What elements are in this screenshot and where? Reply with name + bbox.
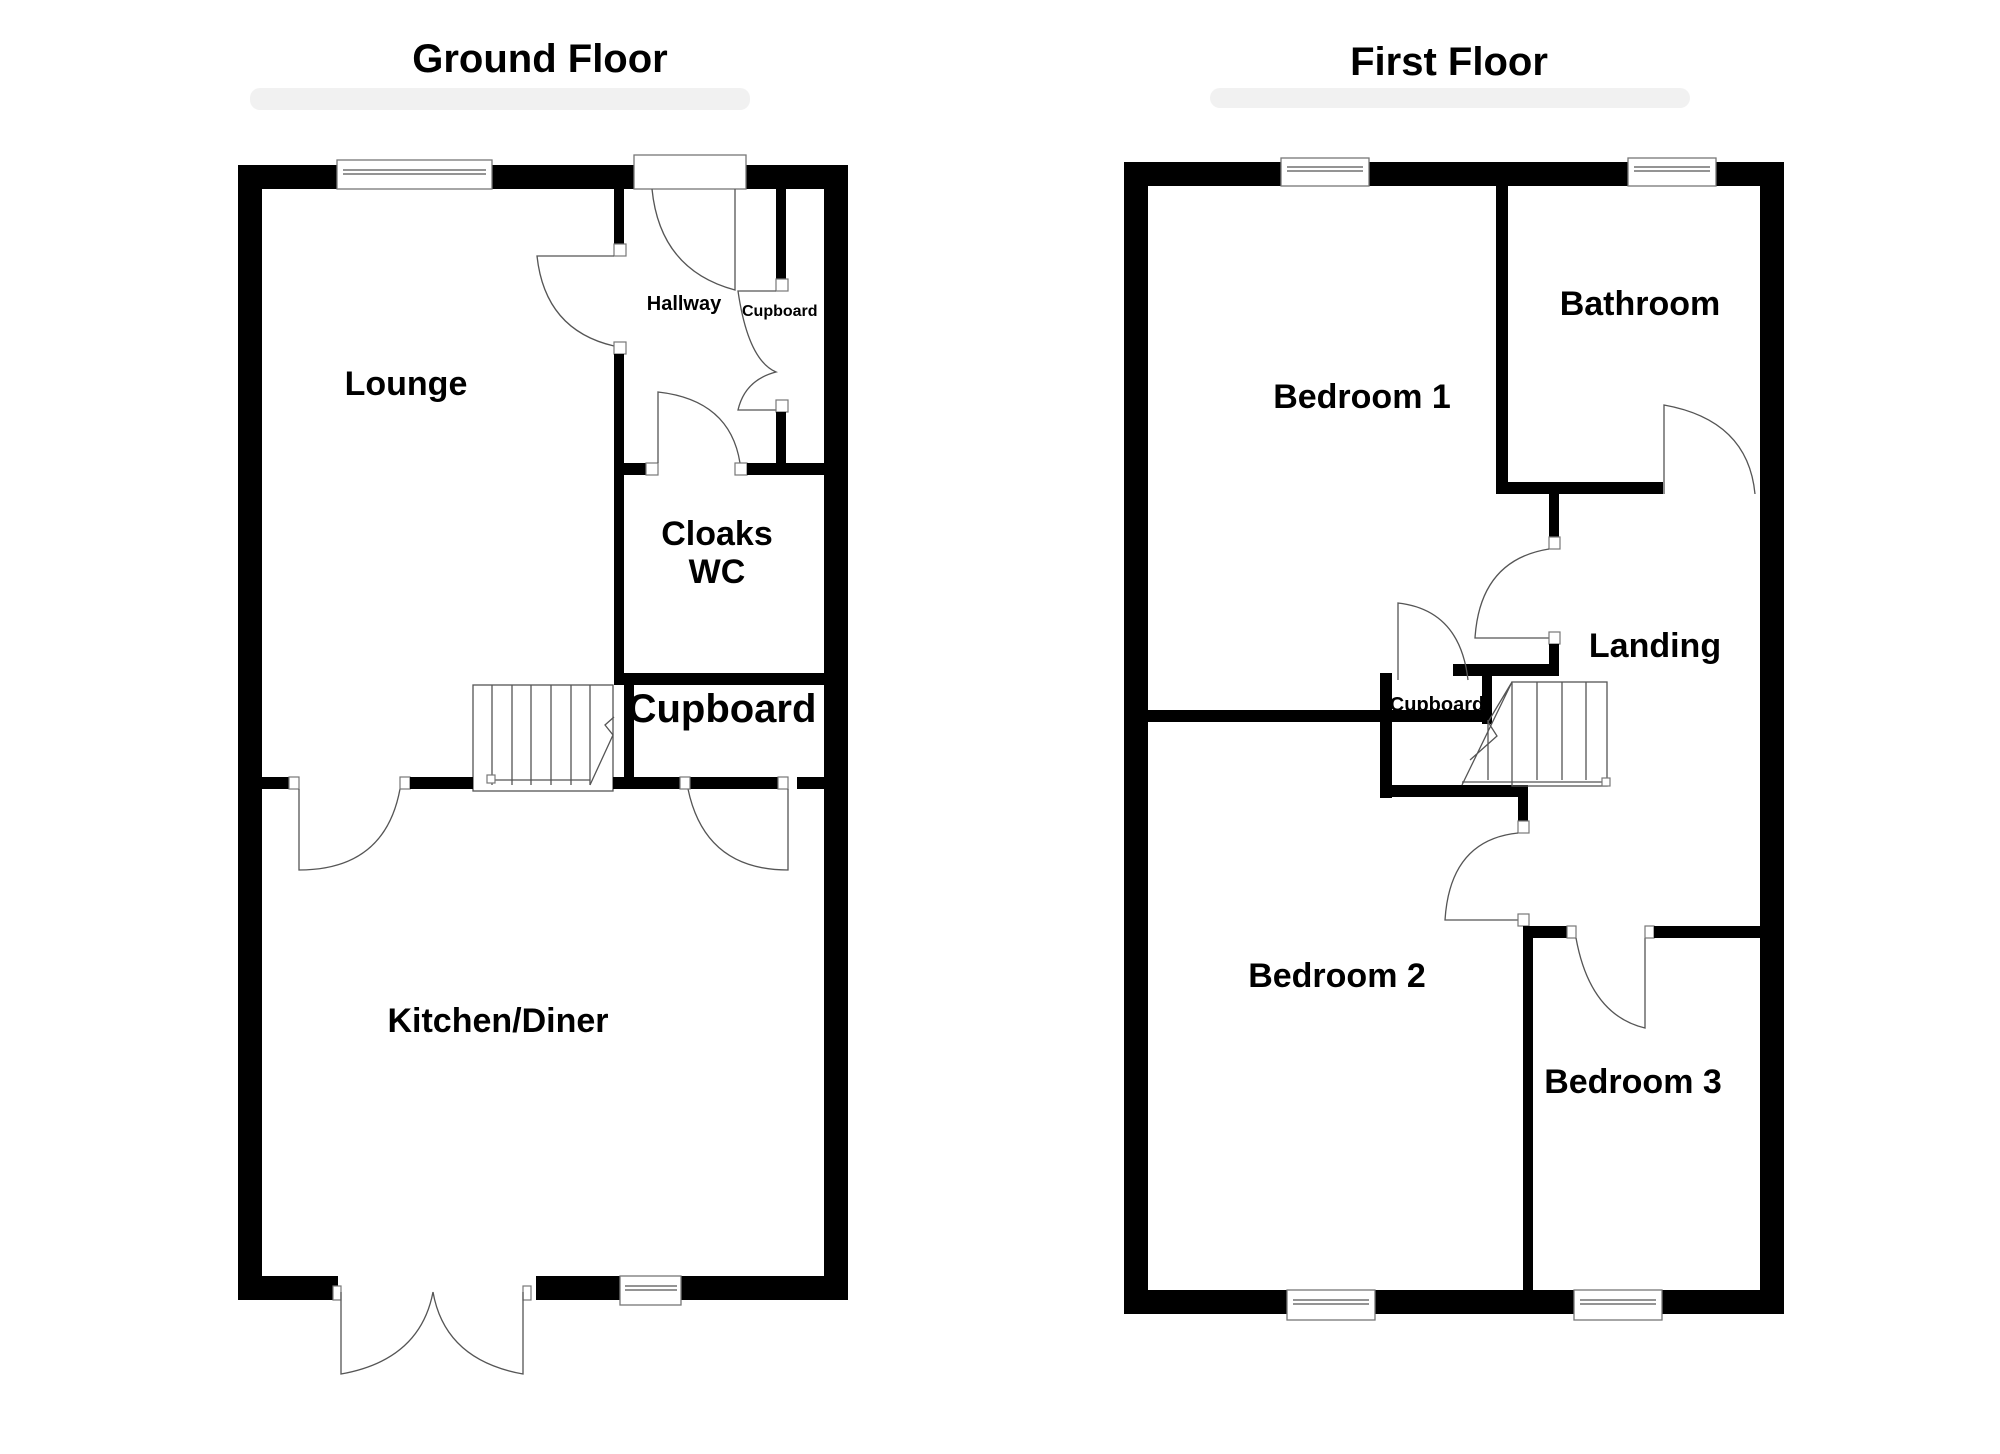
cupboard-double-door [737, 290, 779, 411]
bathroom-door-swing [1663, 404, 1756, 495]
staircase [1461, 681, 1611, 787]
lounge-door-swing [536, 255, 615, 347]
ground-floor-plan: Ground Floor [238, 37, 848, 1375]
front-door-swing [651, 188, 736, 291]
room-label-landing: Landing [1589, 627, 1721, 665]
first-floor-title: First Floor [1350, 40, 1548, 84]
kitchen-door-swing-left [298, 788, 401, 871]
kitchen-door-swing-right [687, 788, 789, 871]
room-label-kitchen-diner: Kitchen/Diner [387, 1002, 608, 1040]
front-door-frame [633, 154, 747, 190]
wall-top [238, 165, 848, 189]
blurred-subtitle-first [1210, 88, 1690, 108]
blurred-subtitle-ground [250, 88, 750, 110]
room-label-landing-cupboard: Cupboard [1390, 694, 1484, 716]
room-label-hall-cupboard: Cupboard [742, 303, 818, 320]
room-label-bathroom: Bathroom [1560, 285, 1721, 323]
staircase [472, 684, 615, 792]
wall-left [238, 165, 262, 1300]
wall-right [824, 165, 848, 1300]
room-label-wc: WC [689, 553, 746, 591]
bedroom2-door-swing [1444, 832, 1519, 921]
ground-floor-title: Ground Floor [412, 37, 668, 81]
french-door-right [432, 1291, 524, 1375]
room-label-lounge: Lounge [345, 365, 468, 403]
wall-bottom-right [536, 1276, 848, 1300]
room-label-hallway: Hallway [647, 293, 722, 315]
bedroom3-door-swing [1575, 937, 1646, 1029]
french-door-left [340, 1291, 434, 1375]
wc-door-swing [657, 391, 741, 464]
room-label-under-stairs-cupboard: Cupboard [628, 687, 817, 731]
bedroom1-door-swing [1474, 548, 1550, 639]
wall-bottom-left [238, 1276, 338, 1300]
room-label-bedroom-3: Bedroom 3 [1544, 1063, 1722, 1101]
room-label-cloaks: Cloaks [661, 515, 773, 553]
cupboard-door-swing [1397, 602, 1469, 681]
first-floor-plan: First Floor [1124, 40, 1784, 1321]
room-label-bedroom-2: Bedroom 2 [1248, 957, 1426, 995]
room-label-bedroom-1: Bedroom 1 [1273, 378, 1451, 416]
